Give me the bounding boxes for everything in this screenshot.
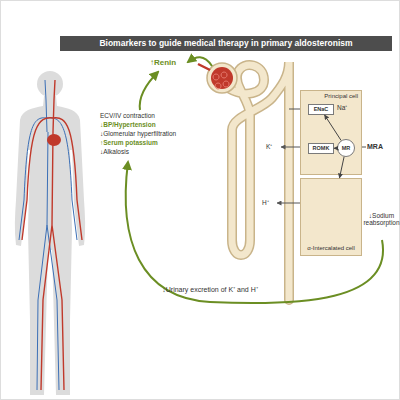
ion-label: K⁺ xyxy=(266,143,280,150)
node-label: ENaC xyxy=(314,106,329,112)
effect-label: ↓Urinary excretion of K⁺ and H⁺ xyxy=(145,286,275,294)
ion-label: H⁺ xyxy=(262,199,276,206)
afferent-vessel xyxy=(198,64,210,70)
node-label: MR xyxy=(342,145,351,151)
renin-arrow xyxy=(188,57,212,66)
bowman-capsule xyxy=(207,63,237,93)
feedback-loop-arrow xyxy=(126,162,383,303)
title-text: Biomarkers to guide medical therapy in p… xyxy=(60,36,392,51)
biomarker-label: ↑Renin xyxy=(150,58,190,67)
channel-box: ENaC xyxy=(308,104,334,115)
biomarker-label: ↓BP/Hypertension xyxy=(100,121,210,128)
human-figure xyxy=(15,71,85,395)
tubule-lumen xyxy=(228,62,289,300)
drug-label: MRA xyxy=(367,143,397,151)
cell-box: α-Intercalated cell xyxy=(300,178,362,256)
tubule-wall xyxy=(228,62,289,300)
feedback-arrow xyxy=(140,72,158,110)
glomerulus xyxy=(211,67,233,89)
effect-label: ↓Sodium reabsorption xyxy=(363,212,400,227)
title-banner xyxy=(60,36,392,51)
channel-box: ROMK xyxy=(308,143,334,154)
heart-symbol xyxy=(47,134,61,146)
artery-lines xyxy=(22,80,82,390)
circle-shape xyxy=(338,140,355,157)
nephron xyxy=(198,62,289,300)
receptor-circle: MR xyxy=(337,139,355,157)
effect-label: ECV/IV contraction xyxy=(100,112,210,119)
connector-arrow xyxy=(334,148,337,149)
node-label: ROMK xyxy=(313,145,330,151)
biomarker-label: ↑Serum potassium xyxy=(100,139,210,146)
effect-label: ↓Glomerular hyperfiltration xyxy=(100,130,210,137)
cell-box: Principal cellENaC ROMK MR xyxy=(300,90,362,175)
ion-label: Na⁺ xyxy=(337,104,355,111)
node-label: Principal cell xyxy=(324,93,358,100)
node-label: α-Intercalated cell xyxy=(303,245,359,252)
head-shape xyxy=(37,71,63,97)
connector-arrow xyxy=(325,115,342,140)
connector-arrow xyxy=(339,157,344,178)
effect-label: ↓Alkalosis xyxy=(100,148,210,155)
capillary-loops xyxy=(213,72,229,89)
